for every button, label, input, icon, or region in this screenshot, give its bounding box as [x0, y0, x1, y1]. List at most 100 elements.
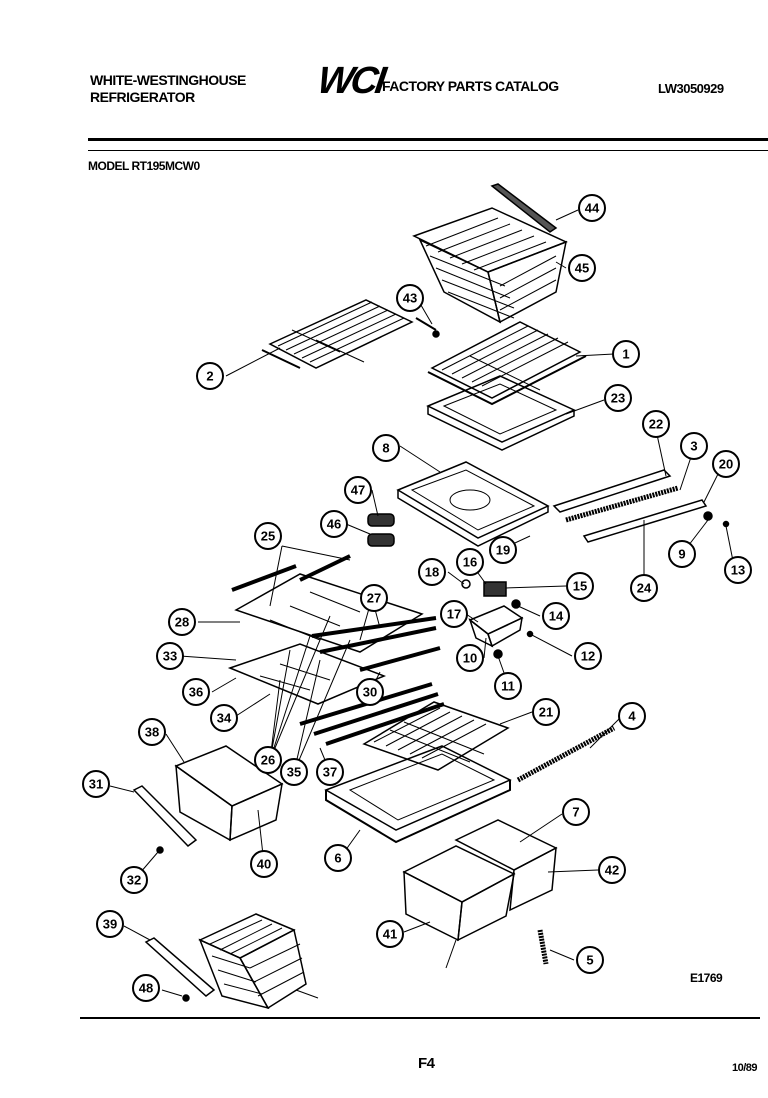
part-33-glass-shelf [227, 643, 387, 705]
callout-bubble-36 [182, 678, 210, 706]
part-28-glass-shelf [231, 554, 424, 653]
callout-bubble-20 [712, 450, 740, 478]
callout-label-16: 16 [463, 555, 477, 570]
part-38-crisper [174, 745, 284, 842]
callout-bubble-18 [418, 558, 446, 586]
model-number: MODEL RT195MCW0 [88, 159, 200, 173]
callout-label-11: 11 [501, 679, 515, 694]
part-42-drawer [454, 819, 558, 912]
callout-bubble-13 [724, 556, 752, 584]
callout-bubble-43 [396, 284, 424, 312]
callout-bubble-40 [250, 850, 278, 878]
callout-bubble-34 [210, 704, 238, 732]
part-22-rail [552, 469, 672, 513]
callout-bubble-46 [320, 510, 348, 538]
callout-bubble-30 [356, 678, 384, 706]
part-2-shelf [261, 299, 437, 369]
document-number: LW3050929 [658, 81, 724, 96]
footer-rule [80, 1017, 760, 1019]
callout-bubble-17 [440, 600, 468, 628]
part-24-rail [582, 499, 708, 543]
part-21-crisper-cover [362, 701, 510, 771]
callout-label-1: 1 [622, 347, 629, 362]
page-number: F4 [418, 1055, 435, 1072]
callout-label-14: 14 [549, 609, 564, 624]
callout-label-15: 15 [573, 579, 587, 594]
callout-label-3: 3 [690, 439, 697, 454]
callout-bubble-6 [324, 844, 352, 872]
callout-bubble-15 [566, 572, 594, 600]
callout-bubble-21 [532, 698, 560, 726]
part-23-shelf-frame [426, 375, 576, 451]
callout-label-12: 12 [581, 649, 595, 664]
callout-bubble-47 [344, 476, 372, 504]
callout-bubble-42 [598, 856, 626, 884]
callout-bubble-9 [668, 540, 696, 568]
revision-date: 10/89 [732, 1062, 758, 1074]
callout-bubble-24 [630, 574, 658, 602]
callout-label-25: 25 [261, 529, 275, 544]
part-44-trim-bar [490, 183, 558, 233]
callout-label-26: 26 [261, 753, 275, 768]
part-3-spring [565, 485, 679, 523]
part-4-rod [516, 725, 616, 783]
callout-label-32: 32 [127, 873, 141, 888]
part-31-rail [132, 785, 198, 847]
callout-bubble-7 [562, 798, 590, 826]
part-5-rod [537, 929, 549, 965]
part-20-shelf-frame [396, 461, 550, 547]
callout-label-27: 27 [367, 591, 381, 606]
callout-label-6: 6 [334, 851, 341, 866]
callout-label-21: 21 [539, 705, 553, 720]
callout-label-31: 31 [89, 777, 103, 792]
callout-label-30: 30 [363, 685, 377, 700]
diagram-code: E1769 [690, 971, 723, 985]
callout-bubble-10 [456, 644, 484, 672]
part-45-basket [412, 207, 568, 324]
callout-label-42: 42 [605, 863, 619, 878]
callout-label-44: 44 [585, 201, 600, 216]
callout-label-36: 36 [189, 685, 203, 700]
callout-label-38: 38 [145, 725, 159, 740]
callout-bubble-4 [618, 702, 646, 730]
callout-label-28: 28 [175, 615, 189, 630]
callout-bubble-33 [156, 642, 184, 670]
callout-bubble-2 [196, 362, 224, 390]
callout-label-13: 13 [731, 563, 745, 578]
brand-line-2: REFRIGERATOR [90, 89, 195, 105]
header-rule-thin [88, 150, 768, 151]
callout-bubble-1 [612, 340, 640, 368]
callout-label-37: 37 [323, 765, 337, 780]
part-31-rail-lower [144, 937, 216, 997]
callout-bubble-37 [316, 758, 344, 786]
callout-label-40: 40 [257, 857, 271, 872]
callout-label-9: 9 [678, 547, 685, 562]
callout-label-4: 4 [628, 709, 636, 724]
callout-group: 4445431223223820474691324191618151412252… [82, 194, 752, 1002]
callout-bubble-14 [542, 602, 570, 630]
callout-label-43: 43 [403, 291, 417, 306]
part-1-shelf [427, 321, 587, 406]
callout-label-35: 35 [287, 765, 301, 780]
part-39-basket [198, 913, 307, 1010]
callout-label-46: 46 [327, 517, 341, 532]
callout-label-22: 22 [649, 417, 663, 432]
callout-label-19: 19 [496, 543, 510, 558]
callout-bubble-19 [489, 536, 517, 564]
callout-label-8: 8 [382, 441, 389, 456]
callout-label-20: 20 [719, 457, 733, 472]
callout-bubble-48 [132, 974, 160, 1002]
callout-bubble-41 [376, 920, 404, 948]
callout-bubble-39 [96, 910, 124, 938]
callout-bubble-26 [254, 746, 282, 774]
callout-label-23: 23 [611, 391, 625, 406]
callout-bubble-38 [138, 718, 166, 746]
callout-bubble-27 [360, 584, 388, 612]
callout-label-41: 41 [383, 927, 397, 942]
callout-label-34: 34 [217, 711, 232, 726]
callout-bubble-44 [578, 194, 606, 222]
callout-bubble-31 [82, 770, 110, 798]
callout-bubble-16 [456, 548, 484, 576]
callout-label-47: 47 [351, 483, 365, 498]
callout-bubble-32 [120, 866, 148, 894]
